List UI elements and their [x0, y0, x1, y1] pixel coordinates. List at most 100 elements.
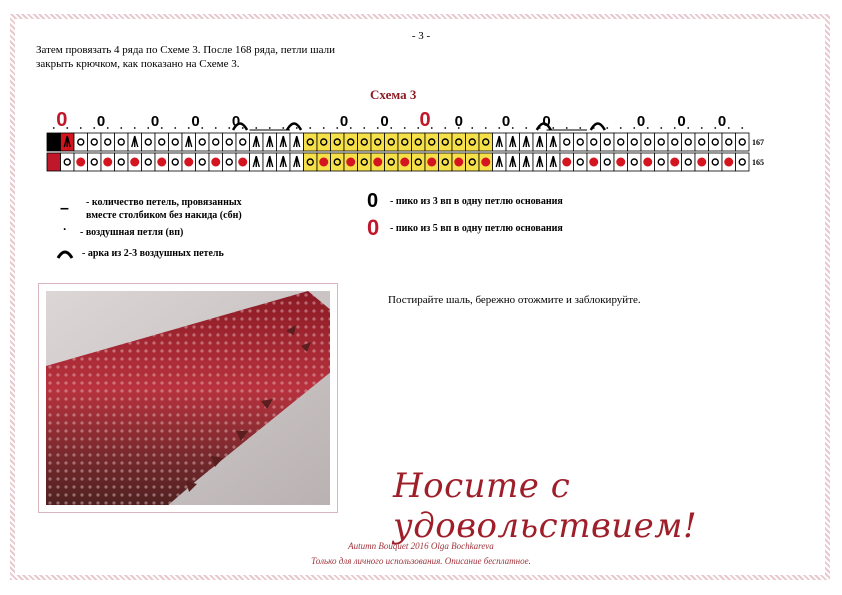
- stitch-symbol: [549, 155, 557, 168]
- chart-cell: [694, 132, 709, 152]
- picot-mark: 0: [637, 113, 645, 130]
- picot-mark: 0: [56, 109, 67, 131]
- chain-dot: [579, 127, 582, 129]
- chain-dot: [255, 127, 258, 129]
- stitch-symbol: [414, 158, 422, 166]
- stitch-symbol: [454, 157, 464, 167]
- chain-dot: [93, 127, 96, 129]
- stitch-symbol: [684, 138, 692, 146]
- arc-mark: [589, 122, 606, 131]
- scheme-title: Схема 3: [370, 87, 417, 102]
- chain-dot: [187, 127, 190, 129]
- chain-dot: [727, 127, 730, 129]
- stitch-symbol: [603, 158, 611, 166]
- sc-symbol-icon: –: [60, 200, 69, 217]
- stitch-symbol: [576, 138, 584, 146]
- chain-dot: [52, 127, 55, 129]
- stitch-symbol: [725, 138, 733, 146]
- stitch-symbol: [239, 138, 247, 146]
- chain-dot: [741, 127, 744, 129]
- legend-sc: - количество петель, провязанных вместе …: [86, 196, 242, 222]
- chain-dot: [363, 127, 366, 129]
- stitch-symbol: [549, 135, 557, 148]
- chart-cell: [613, 132, 628, 152]
- chain-dot: [376, 127, 379, 129]
- picot-mark: 0: [542, 113, 550, 130]
- chain-dot: [160, 127, 163, 129]
- stitch-symbol: [644, 138, 652, 146]
- chain-dot: [133, 127, 136, 129]
- stitch-symbol: [252, 135, 260, 148]
- stitch-symbol: [509, 155, 517, 168]
- footer-license: Только для личного использования. Описан…: [311, 556, 531, 566]
- stitch-symbol: [468, 138, 476, 146]
- stitch-symbol: [293, 155, 301, 168]
- chain-dot: [606, 127, 609, 129]
- stitch-symbol: [590, 138, 598, 146]
- picot-mark: 0: [419, 109, 430, 131]
- stitch-symbol: [252, 155, 260, 168]
- stitch-symbol: [293, 135, 301, 148]
- intro-line-2: закрыть крючком, как показано на Схеме 3…: [36, 58, 240, 70]
- stitch-symbol: [117, 158, 125, 166]
- chart-cell: [343, 132, 358, 152]
- stitch-symbol: [130, 157, 140, 167]
- stitch-symbol: [171, 158, 179, 166]
- chain-dot: [673, 127, 676, 129]
- stitch-symbol: [306, 138, 314, 146]
- stitch-symbol: [360, 138, 368, 146]
- chain-dot: [201, 127, 204, 129]
- stitch-symbol: [509, 135, 517, 148]
- arc-mark: [535, 122, 552, 131]
- chain-dot: [700, 127, 703, 129]
- stitch-symbol: [428, 138, 436, 146]
- chart-cell: [87, 132, 102, 152]
- chart-cell: [330, 152, 345, 172]
- stitch-symbol: [103, 157, 113, 167]
- chain-dot: [120, 127, 123, 129]
- chart-cell: [559, 132, 574, 152]
- chart-cell: [222, 152, 237, 172]
- stitch-symbol: [562, 157, 572, 167]
- chart-cell: [438, 132, 453, 152]
- chart-cell: [141, 132, 156, 152]
- stitch-symbol: [589, 157, 599, 167]
- stitch-symbol: [616, 157, 626, 167]
- chart-cell: [627, 132, 642, 152]
- stitch-symbol: [333, 138, 341, 146]
- stitch-symbol: [482, 138, 490, 146]
- stitch-symbol: [279, 135, 287, 148]
- stitch-symbol: [144, 158, 152, 166]
- chain-dot: [417, 127, 420, 129]
- chart-cell: [708, 152, 723, 172]
- stitch-symbol: [225, 158, 233, 166]
- stitch-symbol: [373, 157, 383, 167]
- chart-cell: [735, 152, 750, 172]
- chart-cell: [303, 152, 318, 172]
- chart-cell: [195, 152, 210, 172]
- stitch-symbol: [198, 138, 206, 146]
- chart-cell: [195, 132, 210, 152]
- chain-dot: [619, 127, 622, 129]
- chart-cell: [681, 132, 696, 152]
- chain-dot: [228, 127, 231, 129]
- picot-5-icon: 0: [367, 215, 380, 240]
- chart-cell: [357, 132, 372, 152]
- stitch-symbol: [90, 138, 98, 146]
- chain-dot: [403, 127, 406, 129]
- chain-dot: [498, 127, 501, 129]
- stitch-symbol: [158, 138, 166, 146]
- chain-dot: [511, 127, 514, 129]
- final-instructions: Постирайте шаль, бережно отожмите и забл…: [388, 294, 641, 306]
- chart-cell: [654, 152, 669, 172]
- intro-line-1: Затем провязать 4 ряда по Схеме 3. После…: [36, 44, 335, 56]
- legend-chain: - воздушная петля (вп): [80, 227, 184, 238]
- row-label: 165: [752, 158, 764, 167]
- chart-cell: [573, 132, 588, 152]
- stitch-symbol: [117, 138, 125, 146]
- stitch-symbol: [400, 157, 410, 167]
- chart-cell: [654, 132, 669, 152]
- chart-cell: [46, 152, 61, 172]
- chain-dot: [633, 127, 636, 129]
- stitch-symbol: [211, 157, 221, 167]
